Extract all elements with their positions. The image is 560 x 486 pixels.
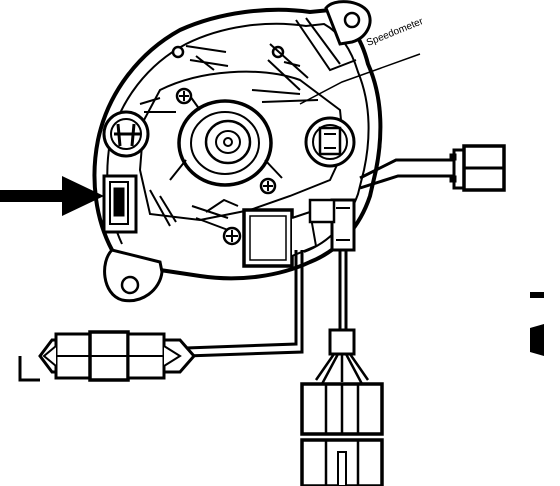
upper-right-connector [449, 144, 506, 192]
bottom-connector-stack [300, 328, 384, 486]
mounting-screws [171, 45, 285, 246]
left-connector-block [102, 174, 138, 234]
wiring-harness [18, 158, 454, 382]
wire-clamp [308, 198, 356, 252]
left-inline-connector [38, 330, 196, 382]
screw-top-center [175, 87, 193, 105]
circuit-traces [139, 43, 319, 231]
pointer-arrow [0, 176, 104, 216]
page-edge-marks [530, 292, 544, 356]
screw-lower-left [222, 226, 242, 246]
screw-mid-right [259, 177, 277, 195]
right-bulb-socket [304, 116, 356, 168]
screw-top-left-small [171, 45, 185, 59]
callout-leader-line [299, 53, 421, 105]
callout-label-speedometer: Speedometer [365, 16, 425, 49]
center-drive-hub [169, 95, 283, 187]
left-bulb-socket [102, 110, 150, 158]
